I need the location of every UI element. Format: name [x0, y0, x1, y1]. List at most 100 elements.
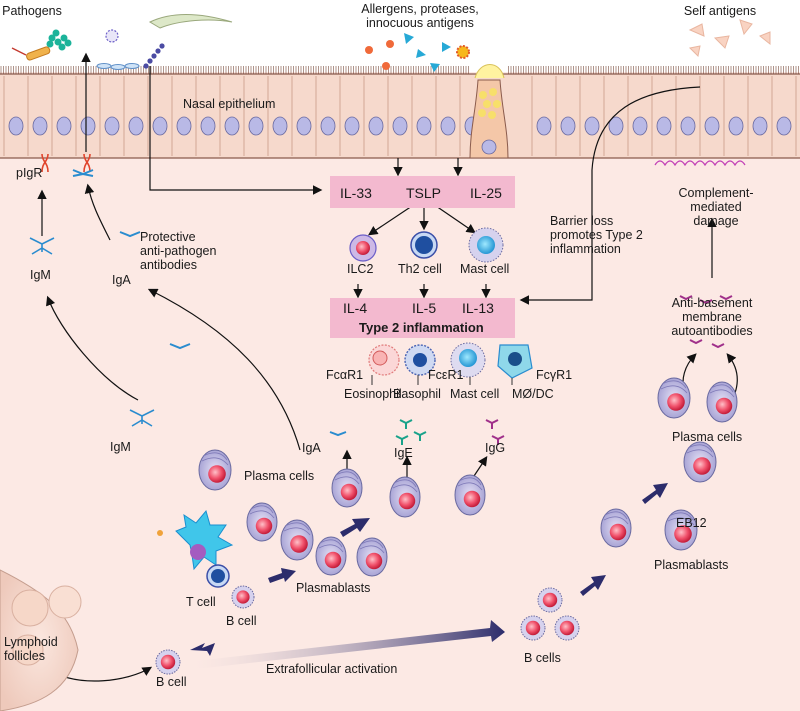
- allergen-illustrations: [365, 33, 470, 72]
- antibody-glyphs: [29, 160, 746, 445]
- b-cell: [155, 649, 181, 675]
- gradient-arrows: [190, 483, 668, 669]
- plasma-cell: [389, 476, 421, 518]
- epithelial-nucleus: [80, 116, 96, 136]
- plasma-cell: [664, 509, 698, 551]
- epithelial-nucleus: [752, 116, 768, 136]
- epithelial-nucleus: [416, 116, 432, 136]
- label-mast-cell: Mast cell: [460, 262, 510, 276]
- label-igm-low: IgM: [110, 440, 131, 454]
- label-il4: IL-4: [343, 300, 368, 316]
- label-mdc: MØ/DC: [512, 387, 554, 401]
- label-b-cells-right: B cells: [524, 651, 561, 665]
- epithelial-nucleus: [632, 116, 648, 136]
- epithelial-nucleus: [56, 116, 72, 136]
- label-anti-bm: Anti-basement membrane autoantibodies: [671, 296, 753, 338]
- label-barrier-loss: Barrier loss promotes Type 2 inflammatio…: [550, 214, 643, 256]
- epithelial-nucleus: [728, 116, 744, 136]
- label-iga-top: IgA: [112, 273, 131, 287]
- plasma-cell: [198, 449, 232, 491]
- epithelial-nucleus: [272, 116, 288, 136]
- epithelial-nucleus: [224, 116, 240, 136]
- label-b-cell-mid: B cell: [226, 614, 257, 628]
- self-antigen-illustrations: [688, 19, 771, 58]
- epithelial-nucleus: [704, 116, 720, 136]
- epithelial-nucleus: [176, 116, 192, 136]
- plasma-cell: [454, 474, 486, 516]
- label-il13: IL-13: [462, 300, 494, 316]
- epithelial-nucleus: [104, 116, 120, 136]
- pathogen-illustrations: [11, 14, 233, 70]
- plasma-cell: [600, 508, 632, 548]
- epithelial-nucleus: [128, 116, 144, 136]
- epithelial-nucleus: [560, 116, 576, 136]
- label-th2: Th2 cell: [398, 262, 442, 276]
- pigr-receptors: [41, 153, 91, 173]
- label-igg: IgG: [485, 441, 506, 455]
- label-fcgr1: FcγR1: [536, 368, 573, 382]
- label-fcer1: FcεR1: [428, 368, 464, 382]
- label-protective: Protective anti-pathogen antibodies: [140, 230, 217, 272]
- epithelial-nucleus: [32, 116, 48, 136]
- label-plasma-cells-right: Plasma cells: [672, 430, 743, 444]
- label-pathogens: Pathogens: [2, 4, 62, 18]
- label-iga-low: IgA: [302, 441, 321, 455]
- iga-dimer-epithelium: [72, 169, 94, 177]
- cytokine-box: [330, 176, 515, 208]
- label-mast-cell-effector: Mast cell: [450, 387, 500, 401]
- dendritic-cell: [157, 509, 234, 588]
- plasma-cell: [280, 519, 314, 561]
- plasma-cell: [331, 468, 363, 508]
- label-nasal-epithelium: Nasal epithelium: [183, 97, 276, 111]
- epithelial-nucleus: [248, 116, 264, 136]
- plasma-cell: [657, 377, 691, 419]
- epithelial-nucleus: [296, 116, 312, 136]
- type2-box: [330, 298, 515, 338]
- epithelial-nucleus: [440, 116, 456, 136]
- label-il5: IL-5: [412, 300, 437, 316]
- innate-cells: [349, 227, 504, 263]
- effector-cells: [368, 342, 533, 385]
- epithelial-nucleus: [584, 116, 600, 136]
- label-eosinophil: Eosinophil: [344, 387, 402, 401]
- label-il33: IL-33: [340, 185, 372, 201]
- epithelial-nucleus: [656, 116, 672, 136]
- label-lymphoid-follicles: Lymphoid follicles: [4, 635, 58, 663]
- epithelial-nucleus: [776, 116, 792, 136]
- label-self-antigens: Self antigens: [683, 4, 757, 18]
- label-il25: IL-25: [470, 185, 502, 201]
- label-ige: IgE: [394, 446, 413, 460]
- label-allergens: Allergens, proteases, innocuous antigens: [361, 2, 479, 30]
- plasma-cell: [683, 441, 717, 483]
- epithelial-nucleus: [368, 116, 384, 136]
- plasma-cell: [246, 502, 278, 542]
- epithelial-nucleus: [680, 116, 696, 136]
- label-complement: Complement-mediated damage: [678, 186, 754, 228]
- label-plasma-cells-left: Plasma cells: [244, 469, 315, 483]
- label-extrafollicular: Extrafollicular activation: [266, 662, 398, 676]
- label-plasmablasts-left: Plasmablasts: [296, 581, 371, 595]
- label-tslp: TSLP: [406, 185, 442, 201]
- lymphoid-follicle: [0, 569, 82, 711]
- label-pigr: pIgR: [16, 166, 43, 180]
- plasma-cell: [315, 536, 347, 576]
- label-ilc2: ILC2: [347, 262, 374, 276]
- label-t-cell: T cell: [186, 595, 216, 609]
- epithelial-nucleus: [536, 116, 552, 136]
- label-eb12: EB12: [676, 516, 707, 530]
- b-cell: [231, 585, 255, 609]
- label-type2-inflammation: Type 2 inflammation: [359, 320, 484, 335]
- epithelial-nucleus: [608, 116, 624, 136]
- epithelial-nucleus: [200, 116, 216, 136]
- label-basophil: Basophil: [393, 387, 441, 401]
- nasal-epithelium: [0, 64, 800, 159]
- epithelial-nucleus: [344, 116, 360, 136]
- epithelial-nucleus: [320, 116, 336, 136]
- connector-arrows: [37, 52, 738, 682]
- lumen-area: [0, 0, 800, 72]
- plasma-cell: [706, 381, 738, 423]
- b-cell: [554, 615, 580, 641]
- epithelial-nucleus: [392, 116, 408, 136]
- label-plasmablasts-right: Plasmablasts: [654, 558, 729, 572]
